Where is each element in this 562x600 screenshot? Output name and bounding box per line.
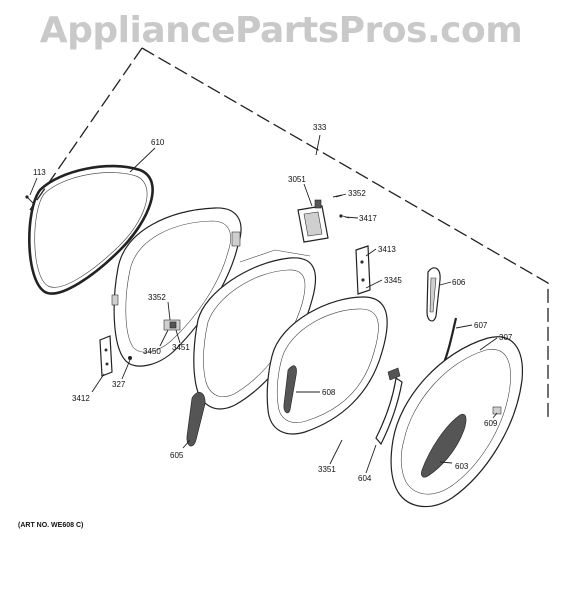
leader-lines [29,134,498,474]
hinge-3450-shape [163,319,181,331]
label-307: 307 [499,333,513,342]
label-3352-mid: 3352 [148,293,166,302]
screw-327-shape [128,356,132,360]
label-333: 333 [313,123,327,132]
hinge-604-shape [375,367,403,446]
label-3412: 3412 [72,394,90,403]
label-609: 609 [484,419,498,428]
gasket-610-inner [34,172,148,288]
screw-113-shape [25,195,34,204]
glass-608-shape [283,365,297,414]
art-number-caption: (ART NO. WE608 C) [18,522,84,529]
label-3352-top: 3352 [348,189,366,198]
label-3417: 3417 [359,214,377,223]
hinge-3051-shape [297,199,329,243]
label-3345: 3345 [384,276,402,285]
bracket-3412-shape [99,335,113,377]
inner-door-liner-shape [266,296,388,435]
label-608: 608 [322,388,336,397]
handle-606-shape [426,267,441,322]
label-113: 113 [33,168,46,177]
vent-605-shape [186,392,206,447]
part-number-labels: 333 610 113 3051 3352 3417 3413 3345 606… [33,123,513,483]
label-3351: 3351 [318,465,336,474]
label-3451: 3451 [172,343,190,352]
label-3051: 3051 [288,175,306,184]
label-605: 605 [170,451,184,460]
label-604: 604 [358,474,372,483]
label-607: 607 [474,321,488,330]
inner-door-frame-shape [111,207,242,367]
watermark-logo: AppliancePartsPros.com [39,10,523,51]
gasket-610-shape [28,164,154,295]
label-606: 606 [452,278,466,287]
label-610: 610 [151,138,165,147]
label-3450: 3450 [143,347,161,356]
label-3413: 3413 [378,245,396,254]
hinge-plate-3413-shape [355,245,371,295]
outer-door-307-shape [390,336,524,508]
label-327: 327 [112,380,126,389]
label-603: 603 [455,462,469,471]
